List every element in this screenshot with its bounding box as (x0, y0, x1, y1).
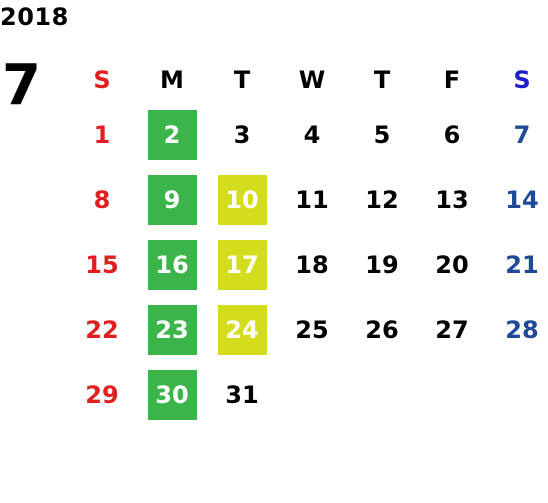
day-cell[interactable]: 11 (277, 167, 347, 232)
day-cell[interactable]: 17 (207, 232, 277, 297)
weekday-header: T (373, 66, 391, 94)
day-number: 31 (225, 380, 259, 409)
day-number: 23 (155, 315, 189, 344)
day-number: 13 (435, 185, 469, 214)
day-cell[interactable]: 13 (417, 167, 487, 232)
day-number: 10 (225, 185, 259, 214)
day-cell[interactable]: 15 (67, 232, 137, 297)
day-cell[interactable]: 25 (277, 297, 347, 362)
weekday-header: T (233, 66, 251, 94)
day-cell[interactable]: 26 (347, 297, 417, 362)
day-number: 27 (435, 315, 469, 344)
day-cell[interactable]: 27 (417, 297, 487, 362)
year-label: 2018 (0, 3, 69, 31)
day-cell[interactable]: 19 (347, 232, 417, 297)
day-cell[interactable]: 20 (417, 232, 487, 297)
day-number: 8 (93, 185, 111, 214)
highlight-badge-yellow: 17 (217, 239, 267, 290)
day-number: 11 (295, 185, 329, 214)
month-label: 7 (2, 53, 41, 118)
highlight-badge-green: 2 (147, 109, 197, 160)
day-cell[interactable]: 4 (277, 102, 347, 167)
day-number: 1 (93, 120, 111, 149)
day-number: 12 (365, 185, 399, 214)
day-cell[interactable]: 22 (67, 297, 137, 362)
day-number: 24 (225, 315, 259, 344)
day-number: 4 (303, 120, 321, 149)
day-cell (277, 362, 347, 427)
day-cell[interactable]: 5 (347, 102, 417, 167)
day-cell[interactable]: 2 (137, 102, 207, 167)
day-cell[interactable]: 23 (137, 297, 207, 362)
day-cell[interactable]: 29 (67, 362, 137, 427)
highlight-badge-green: 9 (147, 174, 197, 225)
day-cell[interactable]: 30 (137, 362, 207, 427)
day-number: 14 (505, 185, 539, 214)
highlight-badge-green: 23 (147, 304, 197, 355)
day-cell[interactable]: 10 (207, 167, 277, 232)
day-cell (487, 362, 548, 427)
day-number: 15 (85, 250, 119, 279)
day-number: 6 (443, 120, 461, 149)
day-number: 29 (85, 380, 119, 409)
day-cell[interactable]: 21 (487, 232, 548, 297)
day-cell[interactable]: 14 (487, 167, 548, 232)
highlight-badge-yellow: 10 (217, 174, 267, 225)
highlight-badge-yellow: 24 (217, 304, 267, 355)
day-cell[interactable]: 16 (137, 232, 207, 297)
day-number: 9 (163, 185, 181, 214)
day-number: 19 (365, 250, 399, 279)
weekday-header: F (443, 66, 461, 94)
day-number: 21 (505, 250, 539, 279)
highlight-badge-green: 30 (147, 369, 197, 420)
day-cell[interactable]: 9 (137, 167, 207, 232)
day-number: 16 (155, 250, 189, 279)
day-cell[interactable]: 3 (207, 102, 277, 167)
day-number: 5 (373, 120, 391, 149)
day-number: 22 (85, 315, 119, 344)
weekday-header: W (298, 66, 326, 94)
day-cell[interactable]: 31 (207, 362, 277, 427)
highlight-badge-green: 16 (147, 239, 197, 290)
day-cell[interactable]: 28 (487, 297, 548, 362)
weekday-header: S (93, 66, 111, 94)
day-number: 25 (295, 315, 329, 344)
day-cell[interactable]: 7 (487, 102, 548, 167)
day-cell (417, 362, 487, 427)
weekday-header: M (160, 66, 184, 94)
weekday-header: S (513, 66, 531, 94)
day-number: 30 (155, 380, 189, 409)
day-number: 28 (505, 315, 539, 344)
day-cell (347, 362, 417, 427)
day-number: 3 (233, 120, 251, 149)
day-cell[interactable]: 12 (347, 167, 417, 232)
day-number: 18 (295, 250, 329, 279)
day-cell[interactable]: 1 (67, 102, 137, 167)
day-cell[interactable]: 24 (207, 297, 277, 362)
day-number: 20 (435, 250, 469, 279)
day-number: 2 (163, 120, 181, 149)
day-cell[interactable]: 6 (417, 102, 487, 167)
day-cell[interactable]: 8 (67, 167, 137, 232)
day-number: 26 (365, 315, 399, 344)
day-number: 17 (225, 250, 259, 279)
day-number: 7 (513, 120, 531, 149)
day-cell[interactable]: 18 (277, 232, 347, 297)
